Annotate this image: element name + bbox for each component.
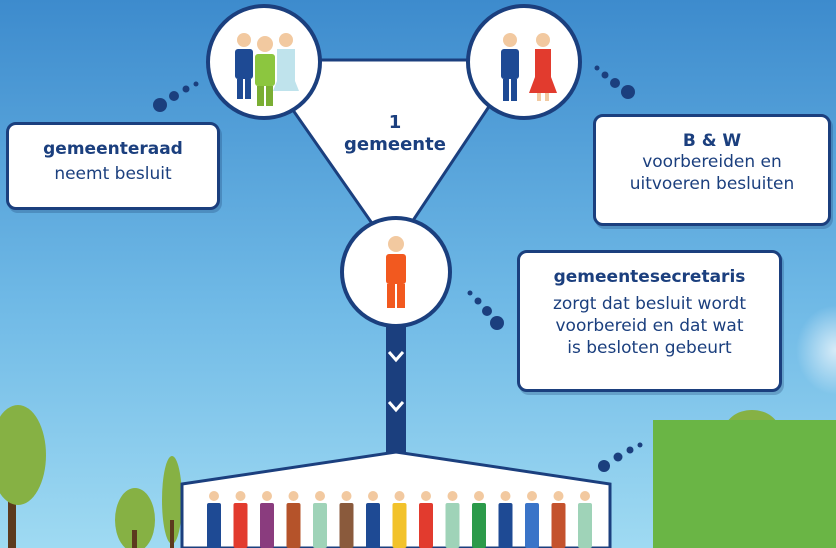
callout-secretaris: gemeentesecretaris zorgt dat besluit wor… bbox=[517, 250, 782, 392]
callout-gemeenteraad: gemeenteraad neemt besluit bbox=[6, 122, 220, 210]
callout-title: B & W bbox=[682, 131, 742, 151]
tree-icon bbox=[0, 405, 182, 548]
crowd-person-head bbox=[421, 491, 431, 501]
center-label: 1 gemeente bbox=[340, 112, 450, 156]
callout-text: neemt besluit bbox=[54, 164, 172, 184]
callout-title: gemeenteraad bbox=[43, 139, 183, 159]
crowd-person-body bbox=[286, 503, 301, 548]
dots-secretaris bbox=[467, 290, 504, 330]
crowd-person-body bbox=[260, 503, 274, 548]
crowd-person-head bbox=[262, 491, 272, 501]
center-number: 1 bbox=[388, 112, 402, 133]
callout-text: voorbereiden en bbox=[642, 152, 782, 172]
crowd-person-body bbox=[445, 503, 460, 548]
crowd-person-head bbox=[368, 491, 378, 501]
crowd-person-body bbox=[207, 503, 221, 548]
crowd-person-body bbox=[472, 503, 486, 548]
crowd-person-head bbox=[235, 491, 246, 501]
crowd-person-body bbox=[366, 503, 380, 548]
callout-bw: B & W voorbereiden en uitvoeren besluite… bbox=[593, 114, 831, 226]
dots-lower bbox=[598, 442, 643, 472]
person-orange-icon bbox=[386, 236, 406, 308]
callout-text: zorgt dat besluit wordt bbox=[552, 294, 746, 314]
group-circle-bw bbox=[466, 4, 582, 120]
crowd-person-head bbox=[500, 491, 511, 501]
crowd-person-body bbox=[551, 503, 566, 548]
crowd-person-body bbox=[419, 503, 433, 548]
crowd-person-head bbox=[553, 491, 564, 501]
crowd-person-head bbox=[341, 491, 352, 501]
crowd-person-head bbox=[394, 491, 405, 501]
chevron-down-icon bbox=[387, 351, 405, 363]
crowd-person-head bbox=[474, 491, 484, 501]
people-group-icon bbox=[235, 33, 299, 106]
callout-text: voorbereid en dat wat bbox=[555, 316, 744, 336]
chevron-down-icon bbox=[387, 401, 405, 413]
crowd-person-head bbox=[209, 491, 219, 501]
crowd-person-body bbox=[313, 503, 327, 548]
connector-bar bbox=[386, 318, 406, 458]
crowd-person-head bbox=[527, 491, 537, 501]
dots-right bbox=[594, 65, 635, 99]
crowd-person-body bbox=[498, 503, 513, 548]
center-triangle bbox=[256, 58, 522, 254]
callout-title: gemeentesecretaris bbox=[553, 267, 746, 287]
center-word: gemeente bbox=[344, 134, 446, 155]
couple-icon bbox=[501, 33, 557, 101]
crowd-person-body bbox=[525, 503, 539, 548]
crowd-person-head bbox=[580, 491, 590, 501]
callout-text: is besloten gebeurt bbox=[567, 338, 732, 358]
crowd-person-head bbox=[288, 491, 299, 501]
crowd-person-head bbox=[315, 491, 325, 501]
green-panel bbox=[653, 420, 836, 548]
crowd-icon bbox=[207, 491, 592, 548]
crowd-person-body bbox=[578, 503, 592, 548]
crowd-person-body bbox=[392, 503, 407, 548]
crowd-person-body bbox=[339, 503, 354, 548]
crowd-person-body bbox=[233, 503, 248, 548]
callout-text: uitvoeren besluiten bbox=[629, 174, 795, 194]
cloud-glow bbox=[796, 305, 836, 395]
crowd-person-head bbox=[447, 491, 458, 501]
dots-left bbox=[153, 81, 199, 112]
